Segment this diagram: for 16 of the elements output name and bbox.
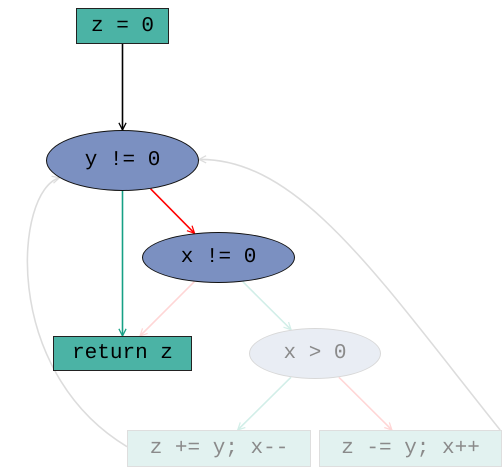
arrow [26,177,128,448]
arrow [139,281,195,337]
condition-oval: y != 0 [46,130,199,191]
statement-box: z += y; x-- [127,430,311,467]
arrow [118,44,127,131]
statement-box: return z [53,336,192,371]
arrow [118,191,127,337]
condition-oval: x != 0 [142,232,295,283]
statement-box: z -= y; x++ [319,430,502,467]
arrow [338,376,393,431]
condition-oval: x > 0 [249,328,381,379]
arrow [237,376,292,431]
statement-box: z = 0 [76,8,169,44]
arrow [198,156,501,430]
arrow [242,281,292,330]
arrow [150,188,196,234]
